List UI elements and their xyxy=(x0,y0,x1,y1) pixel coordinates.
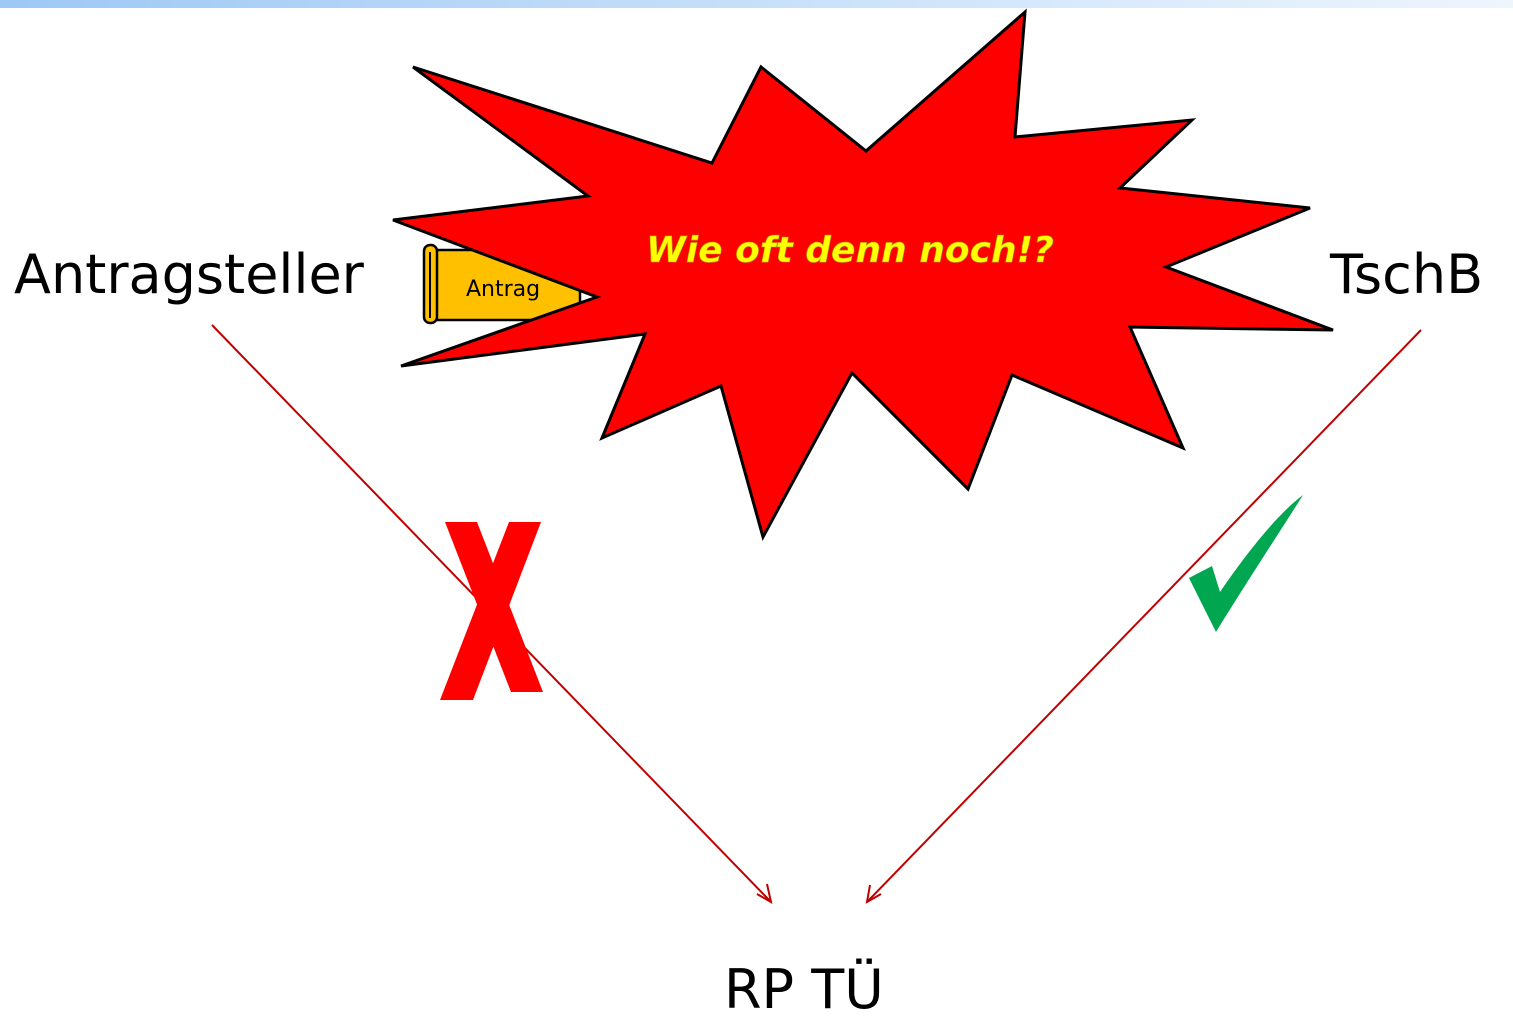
checkmark-icon xyxy=(1189,495,1303,632)
node-tschb: TschB xyxy=(1330,243,1484,306)
arrow-tschb-to-rptu xyxy=(865,329,1422,904)
burst-text: Wie oft denn noch!? xyxy=(646,230,1054,271)
explosion-burst: Wie oft denn noch!? xyxy=(392,8,1334,541)
scroll-label: Antrag xyxy=(466,277,540,302)
top-accent-bar xyxy=(0,0,1513,8)
cross-icon xyxy=(440,522,543,700)
node-rptu: RP TÜ xyxy=(724,958,884,1021)
node-antragsteller: Antragsteller xyxy=(14,243,364,306)
